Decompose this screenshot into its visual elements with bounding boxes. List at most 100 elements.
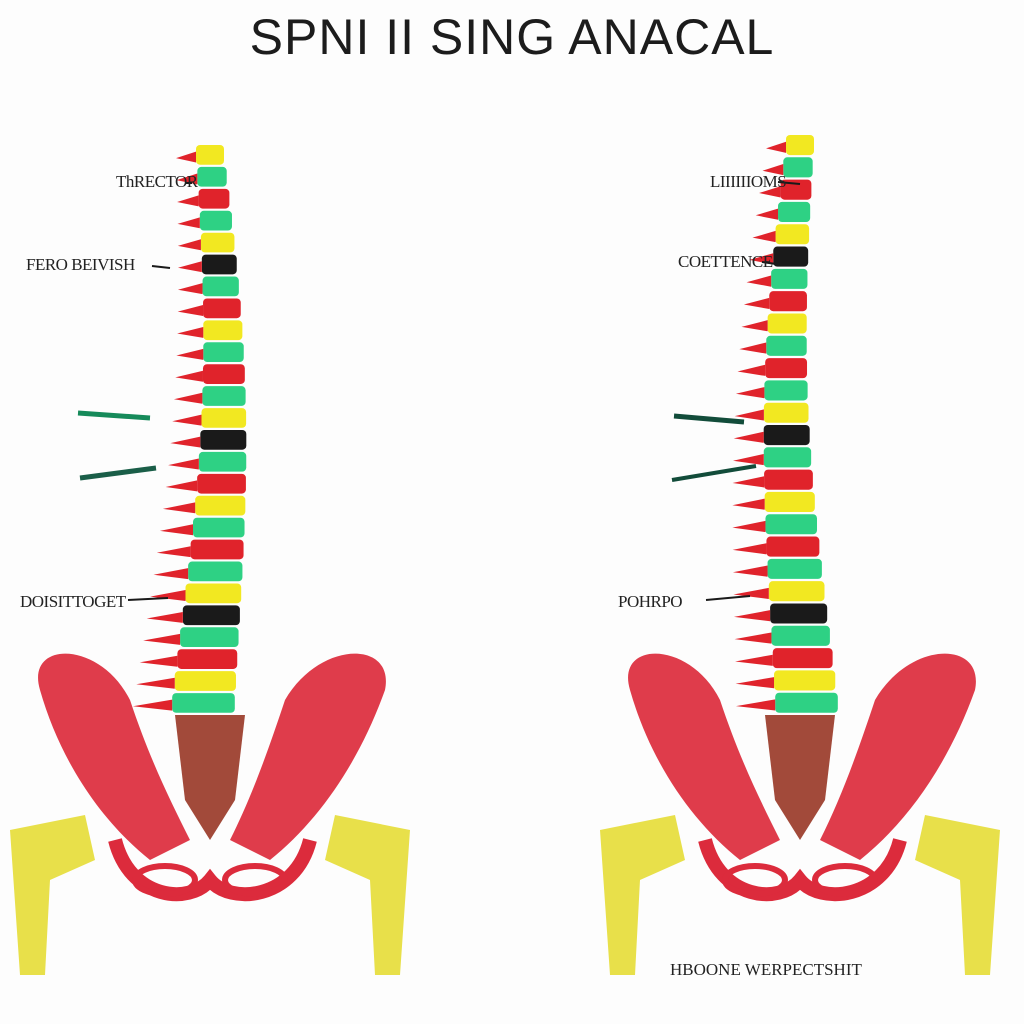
spinous-process [177,195,199,207]
vertebra [766,335,807,356]
vertebra [201,254,237,275]
vertebra [766,536,820,557]
vertebra [774,670,836,691]
vertebra [768,581,825,602]
vertebra [172,693,235,713]
vertebra [195,495,246,516]
spinous-process [165,480,198,492]
vertebra [765,514,818,535]
spinous-process [177,261,202,273]
vertebra [200,232,235,253]
spinous-process [741,320,768,332]
spinous-process [733,610,771,622]
spinous-process [168,458,199,470]
vertebra [202,386,246,406]
spinous-process [175,370,203,382]
spinous-process [733,431,764,443]
caption: HBOONE WERPECTSHIT [670,960,862,979]
right-spine [600,135,1000,975]
vertebra [780,179,812,200]
vertebra [199,210,232,231]
vertebra [174,671,236,691]
sacrum [765,715,835,840]
left-leader-lines [77,182,192,601]
left-label-2: FERO BEIVISH [26,255,135,274]
vertebra [198,451,247,472]
spinous-process [176,151,196,163]
spinous-process [176,173,198,185]
vertebra [188,561,243,582]
vertebra [197,166,227,187]
spinous-process [139,655,178,667]
vertebra [764,380,808,401]
spinous-process [735,677,775,689]
right-label-1: LIIIIIIOMS [710,172,787,191]
spinous-process [136,677,175,689]
left-iliac-wing [38,653,190,860]
spinous-process [177,283,203,295]
right-obturator [812,863,878,897]
spinous-process [739,342,767,354]
vertebra [198,188,230,209]
vertebra [182,605,240,626]
spinous-process [749,253,774,265]
spinous-process [153,568,189,580]
spinous-process [732,565,768,577]
vertebra [773,246,809,267]
left-femur [10,815,95,975]
spinous-process [746,275,772,287]
spinous-process [734,632,772,644]
vertebra [202,364,245,384]
vertebra [177,649,238,669]
spinous-process [755,208,779,220]
vertebra [763,425,810,446]
spinous-process [177,326,204,338]
spinous-process [159,524,193,536]
right-obturator [222,863,288,897]
vertebra [196,145,224,165]
vertebra [772,648,833,669]
right-femur [915,815,1000,975]
vertebra [200,430,247,450]
spinous-process [177,217,200,229]
spinous-process [735,699,776,711]
vertebra [775,224,810,245]
right-iliac-wing [820,653,976,860]
left-iliac-wing [628,653,780,860]
vertebra [203,342,244,363]
spinous-process [735,387,765,399]
vertebra [763,447,812,468]
spinous-process [732,476,765,488]
right-iliac-wing [230,653,386,860]
spinous-process [759,186,781,198]
spinous-process [735,654,773,666]
spinous-process [762,164,784,176]
spinous-process [733,587,769,599]
left-obturator [132,863,198,897]
right-leader-lines [671,181,801,601]
spinous-process [177,239,201,251]
vertebra [771,625,830,646]
vertebra [197,473,246,494]
spinous-process [132,699,173,711]
spinous-process [172,414,202,426]
vertebra [201,408,247,428]
spinous-process [743,297,770,309]
vertebra [202,276,239,297]
left-label-1: ThRECTOR [116,172,198,191]
spinous-process [156,546,191,558]
vertebra [764,491,815,512]
spinous-process [752,230,776,243]
spinous-process [737,364,766,376]
vertebra [203,320,243,341]
spinous-process [732,543,767,555]
left-spine [10,145,410,975]
spinous-process [162,502,196,514]
spinous-process [176,348,204,360]
vertebra [786,135,814,156]
vertebra [185,583,242,604]
page-title: SPNI II SING ANACAL [249,9,775,65]
spinous-process [732,520,766,533]
vertebra [767,313,807,334]
